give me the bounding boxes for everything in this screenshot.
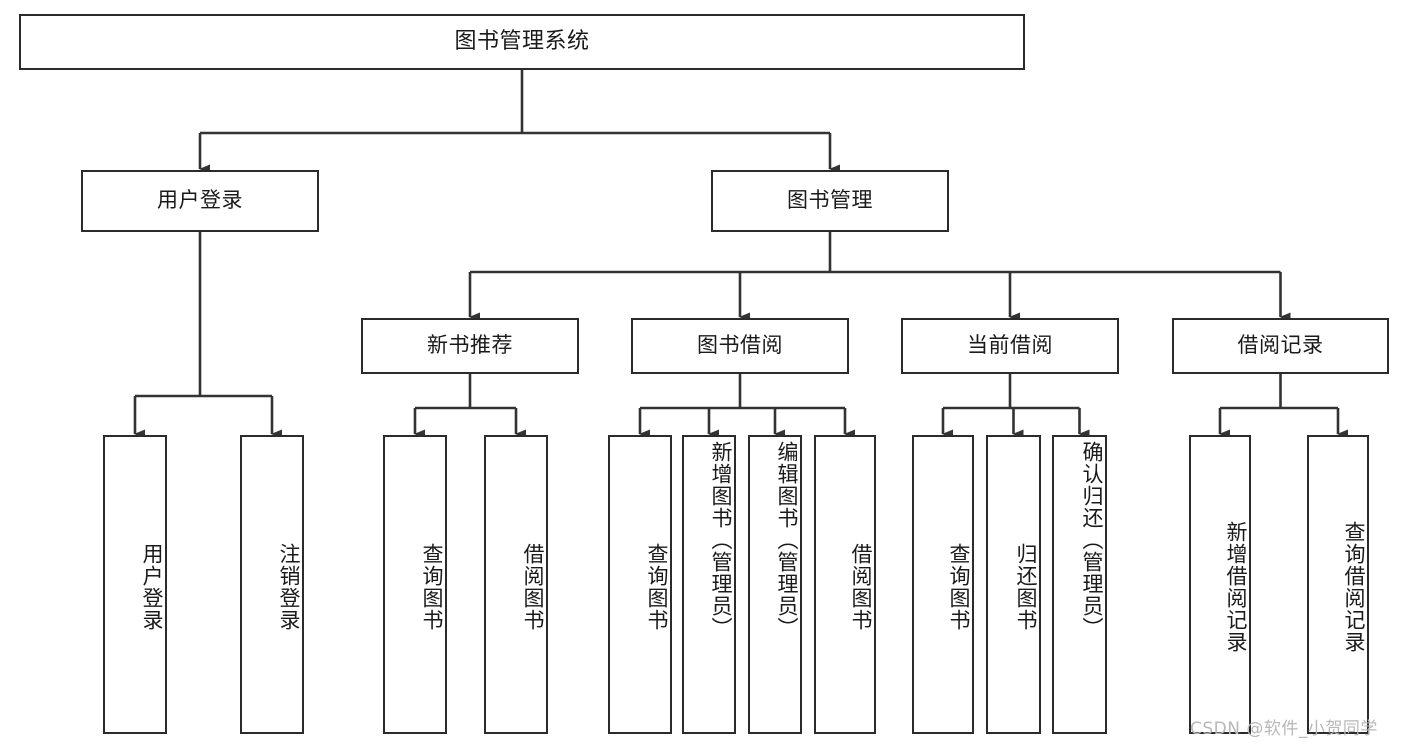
- node-label: 当前借阅: [967, 333, 1053, 358]
- leaf-node-borrow-book[interactable]: 借阅图书: [814, 435, 876, 734]
- node-label: 新书推荐: [427, 333, 513, 358]
- leaf-node-query-book-borrow[interactable]: 查询图书: [608, 435, 672, 734]
- node-label: 新增借阅记录: [1224, 520, 1248, 653]
- leaf-node-add-book-admin[interactable]: 新增图书（管理员）: [682, 435, 736, 734]
- node-label: 归还图书: [1014, 542, 1038, 631]
- leaf-node-query-book-recommend[interactable]: 查询图书: [383, 435, 447, 734]
- node-label: 图书管理系统: [454, 28, 590, 54]
- node-label: 用户登录: [157, 188, 243, 213]
- node-label: 新增图书（管理员）: [709, 441, 733, 639]
- node-borrow-records[interactable]: 借阅记录: [1172, 318, 1389, 374]
- leaf-node-query-book-current[interactable]: 查询图书: [912, 435, 974, 734]
- leaf-node-return-book[interactable]: 归还图书: [986, 435, 1041, 734]
- node-label: 查询图书: [645, 542, 669, 631]
- node-label: 查询图书: [947, 542, 971, 631]
- node-new-book-recommend[interactable]: 新书推荐: [361, 318, 579, 374]
- node-label: 注销登录: [277, 542, 301, 631]
- node-label: 借阅记录: [1237, 333, 1324, 358]
- csdn-watermark: CSDN @软件_小贺同学: [1190, 719, 1378, 739]
- leaf-node-logout[interactable]: 注销登录: [240, 435, 304, 734]
- node-user-login[interactable]: 用户登录: [81, 170, 319, 232]
- node-label: 图书管理: [787, 188, 873, 213]
- node-label: 图书借阅: [697, 333, 783, 358]
- leaf-node-query-borrow-record[interactable]: 查询借阅记录: [1307, 435, 1369, 734]
- node-current-borrow[interactable]: 当前借阅: [901, 318, 1119, 374]
- node-label: 确认归还（管理员）: [1080, 441, 1104, 639]
- node-label: 用户登录: [140, 542, 164, 631]
- node-root-system[interactable]: 图书管理系统: [19, 14, 1025, 70]
- node-label: 查询借阅记录: [1342, 520, 1366, 653]
- node-label: 借阅图书: [849, 542, 873, 631]
- leaf-node-user-login[interactable]: 用户登录: [103, 435, 167, 734]
- leaf-node-confirm-return-admin[interactable]: 确认归还（管理员）: [1052, 435, 1107, 734]
- leaf-node-borrow-book-recommend[interactable]: 借阅图书: [484, 435, 548, 734]
- node-label: 查询图书: [420, 542, 444, 631]
- leaf-node-add-borrow-record[interactable]: 新增借阅记录: [1189, 435, 1251, 734]
- node-label: 编辑图书（管理员）: [775, 441, 799, 639]
- node-book-borrow[interactable]: 图书借阅: [631, 318, 849, 374]
- leaf-node-edit-book-admin[interactable]: 编辑图书（管理员）: [748, 435, 802, 734]
- node-label: 借阅图书: [521, 542, 545, 631]
- node-book-management[interactable]: 图书管理: [711, 170, 949, 232]
